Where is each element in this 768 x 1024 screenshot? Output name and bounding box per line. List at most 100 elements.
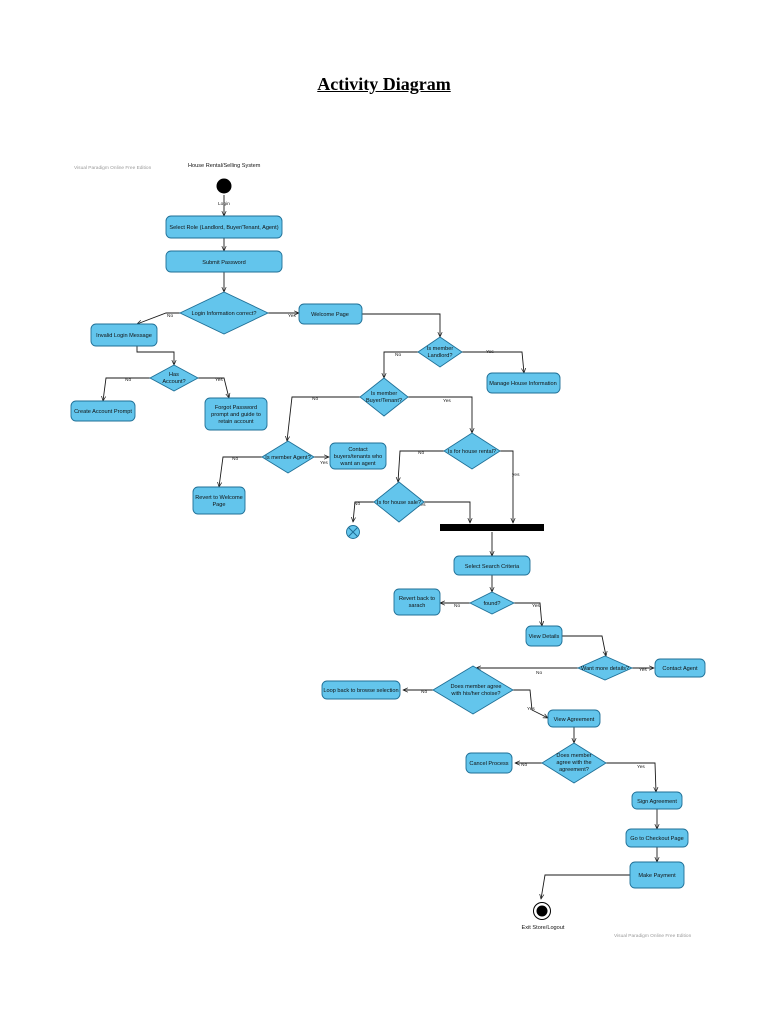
edge-welcome-landlord	[362, 313, 440, 337]
watermark-bottom: Visual Paradigm Online Free Edition	[614, 933, 692, 939]
decision-is-landlord	[417, 336, 463, 368]
decision-member-agree-agreement-line3: agreement?	[559, 767, 589, 773]
node-manage-house	[486, 372, 561, 394]
node-forgot-password	[204, 397, 268, 431]
decision-has-account	[149, 364, 199, 392]
edge-account-yes	[198, 377, 229, 398]
edge-choice-yes	[513, 689, 548, 719]
decision-is-agent	[261, 440, 315, 474]
decision-is-buyer-line1: Is member	[371, 391, 398, 397]
decision-member-agree-agreement-line1: Does member	[556, 753, 591, 759]
node-revert-welcome-line2: Page	[212, 502, 225, 508]
node-submit-password	[165, 250, 283, 273]
edge-details-more	[561, 635, 606, 656]
edge-buyer-no	[287, 396, 360, 441]
node-submit-password-label: Submit Password	[202, 260, 246, 266]
edge-label-choice-no: No	[421, 689, 427, 695]
decision-is-buyer-line2: Buyer/Tenant?	[366, 398, 402, 404]
node-sign-agreement	[631, 791, 683, 810]
node-select-search	[453, 555, 531, 576]
decision-member-agree-choice-line1: Does member agree	[451, 684, 502, 690]
edge-label-agreement-yes: Yes	[637, 764, 645, 770]
decision-is-rental	[443, 432, 501, 470]
node-select-role	[165, 215, 283, 239]
node-contact-agent-label: Contact Agent	[662, 666, 698, 672]
edge-label-login-no: No	[167, 313, 173, 319]
flow-final-node	[346, 525, 360, 539]
decision-member-agree-choice	[432, 665, 514, 715]
node-view-agreement	[547, 709, 601, 728]
node-view-agreement-label: View Agreement	[554, 717, 595, 723]
join-bar	[440, 524, 544, 531]
node-revert-welcome	[192, 486, 246, 515]
decision-found-label: found?	[483, 601, 500, 607]
decision-member-agree-choice-line2: with his/her choise?	[450, 691, 500, 697]
edge-label-more-yes: Yes	[639, 667, 647, 673]
edge-login-no	[137, 312, 180, 324]
page-title: Activity Diagram	[317, 74, 451, 94]
edge-label-choice-yes: Yes	[527, 706, 535, 712]
node-cancel-process	[465, 752, 513, 774]
node-manage-house-label: Manage House Information	[489, 381, 556, 387]
node-create-account-label: Create Account Prompt	[74, 409, 132, 415]
decision-is-sale-label: Is for house sale?	[377, 500, 421, 506]
edge-label-buyer-no: No	[312, 396, 318, 402]
node-make-payment	[629, 861, 685, 889]
node-select-search-label: Select Search Criteria	[465, 564, 520, 570]
edge-label-rental-yes: yes	[512, 473, 520, 478]
edge-label-more-no: No	[536, 670, 542, 676]
node-forgot-password-line2: prompt and guide to	[211, 412, 261, 418]
node-contact-agent	[654, 658, 706, 678]
node-contact-buyers-line3: want an agent	[339, 461, 376, 467]
edge-buyer-yes	[408, 396, 472, 433]
node-loop-back-label: Loop back to browse selection	[323, 688, 398, 694]
edge-landlord-yes	[462, 351, 524, 373]
decision-is-buyer	[359, 377, 409, 417]
decision-is-landlord-line2: Landlord?	[428, 353, 453, 359]
decision-is-agent-label: Is member Agent?	[265, 455, 310, 461]
edge-labels: Login No Yes No Yes No Yes No Yes No Yes…	[125, 201, 647, 770]
edge-label-sale-no: No	[354, 501, 360, 507]
decision-member-agree-agreement	[541, 742, 607, 784]
decision-want-more	[576, 655, 634, 681]
end-node-label: Exit Store/Logout	[522, 925, 565, 931]
edge-sale-no	[353, 501, 374, 522]
decision-has-account-line1: Has	[169, 372, 179, 378]
edge-rental-no	[398, 450, 444, 482]
node-welcome-page-label: Welcome Page	[311, 312, 349, 318]
node-create-account	[70, 400, 136, 422]
edge-label-landlord-no: No	[395, 352, 401, 358]
node-view-details-label: View Details	[529, 634, 560, 640]
start-node	[216, 178, 232, 194]
edge-label-rental-no: No	[418, 450, 424, 456]
node-revert-search	[393, 588, 441, 616]
decision-is-rental-label: Is for house rental?	[448, 449, 496, 455]
edge-agent-no	[219, 456, 262, 487]
decision-member-agree-agreement-line2: agree with the	[556, 760, 591, 766]
edge-agreement-yes	[606, 762, 656, 792]
decision-want-more-label: Want more details?	[581, 666, 629, 672]
node-view-details	[525, 625, 563, 647]
node-checkout-label: Go to Checkout Page	[630, 836, 684, 842]
node-revert-search-line2: sarach	[409, 603, 426, 609]
node-forgot-password-line3: retain account	[218, 419, 254, 425]
edge-invalid-hasaccount	[136, 346, 174, 365]
watermark-top: Visual Paradigm Online Free Edition	[74, 165, 152, 171]
system-name: House Rental/Selling System	[188, 163, 261, 169]
edge-label-agent-no: No	[232, 456, 238, 462]
decision-is-landlord-line1: Is member	[427, 346, 454, 352]
edge-landlord-no	[384, 351, 418, 378]
edges	[103, 195, 657, 899]
node-select-role-label: Select Role (Landlord, Buyer/Tenant, Age…	[169, 225, 278, 231]
edge-label-login-yes: Yes	[288, 313, 296, 319]
edge-label-account-yes: Yes	[215, 377, 223, 383]
node-invalid-login-label: Invalid Login Message	[96, 333, 152, 339]
edge-label-account-no: No	[125, 377, 131, 383]
node-loop-back	[321, 680, 401, 700]
edge-label-agreement-no: No	[521, 762, 527, 768]
edge-label-login: Login	[218, 201, 230, 207]
edge-found-yes	[514, 602, 542, 626]
node-revert-search-line1: Revert back to	[399, 596, 435, 602]
node-make-payment-label: Make Payment	[638, 873, 676, 879]
node-checkout	[625, 828, 689, 848]
